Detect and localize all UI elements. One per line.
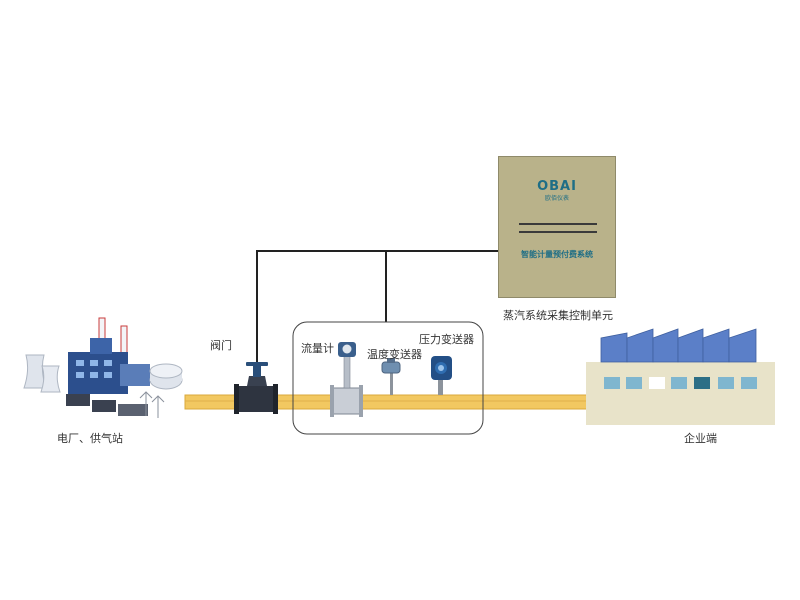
- factory-icon: [586, 328, 775, 425]
- power-plant-icon: [23, 317, 183, 418]
- signal-wiring: [256, 250, 498, 372]
- enterprise-label: 企业端: [684, 432, 717, 445]
- solar-panels: [600, 328, 757, 363]
- temperature-transmitter-label: 温度变送器: [367, 348, 422, 361]
- instrument-enclosure: [292, 321, 484, 435]
- brand-logo: OBAI: [537, 179, 577, 194]
- panel-divider-bottom: [519, 231, 597, 233]
- pressure-transmitter-icon: [431, 356, 452, 395]
- panel-divider-top: [519, 223, 597, 225]
- flowmeter-icon: [330, 342, 363, 417]
- valve-label: 阀门: [210, 339, 232, 352]
- temperature-transmitter-icon: [381, 358, 401, 395]
- pressure-transmitter-label: 压力变送器: [419, 333, 474, 346]
- brand-subtitle: 欧佰仪表: [544, 195, 569, 202]
- factory-windows: [604, 377, 757, 389]
- control-cabinet: OBAI 欧佰仪表 智能计量预付费系统: [498, 156, 616, 298]
- panel-title: 智能计量预付费系统: [521, 250, 593, 259]
- power-plant-label: 电厂、供气站: [57, 432, 123, 445]
- control-unit-label: 蒸汽系统采集控制单元: [503, 309, 613, 322]
- valve-icon: [234, 362, 278, 414]
- flowmeter-label: 流量计: [301, 342, 334, 355]
